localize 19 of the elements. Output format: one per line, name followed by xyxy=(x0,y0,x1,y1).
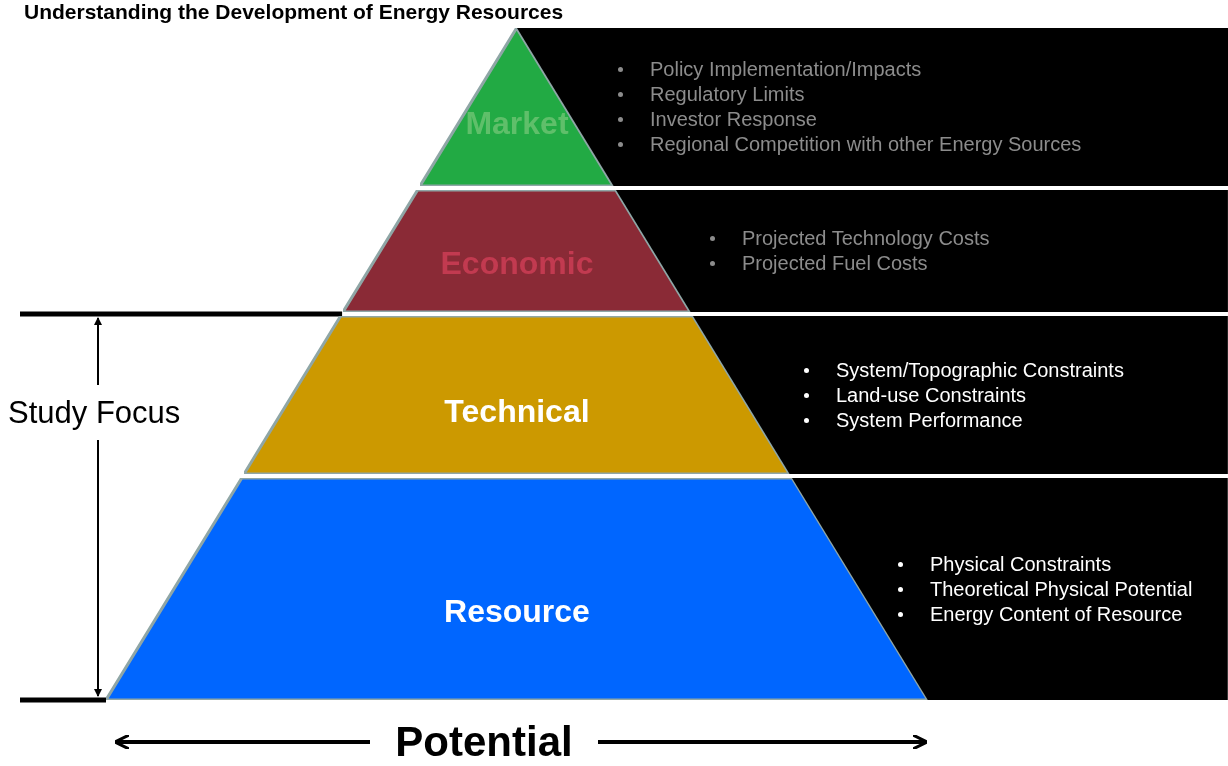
bullet-text: Investor Response xyxy=(650,107,817,132)
dimension-label: Study Focus xyxy=(8,395,181,431)
tier-label: Market xyxy=(465,104,569,142)
bullet-text: Projected Fuel Costs xyxy=(742,251,928,276)
bullet-text: Regulatory Limits xyxy=(650,82,805,107)
tier-label: Technical xyxy=(444,392,590,430)
bullet-text: Physical Constraints xyxy=(930,551,1112,577)
bullet-text: Regional Competition with other Energy Sources xyxy=(650,132,1082,157)
bullet-text: Land-use Constraints xyxy=(836,382,1027,408)
bullet-text: Theoretical Physical Potential xyxy=(930,576,1193,602)
bullet-text: Projected Technology Costs xyxy=(742,226,990,251)
bullet-text: System/Topographic Constraints xyxy=(836,357,1124,383)
tier-label: Resource xyxy=(444,592,590,630)
bullet-text: System Performance xyxy=(836,407,1023,433)
diagram-title: Understanding the Development of Energy Resources xyxy=(24,0,564,24)
axis-label: Potential xyxy=(395,718,573,766)
bullet-text: Policy Implementation/Impacts xyxy=(650,57,922,82)
bullet-text: Energy Content of Resource xyxy=(930,601,1183,627)
tier-label: Economic xyxy=(440,244,594,282)
